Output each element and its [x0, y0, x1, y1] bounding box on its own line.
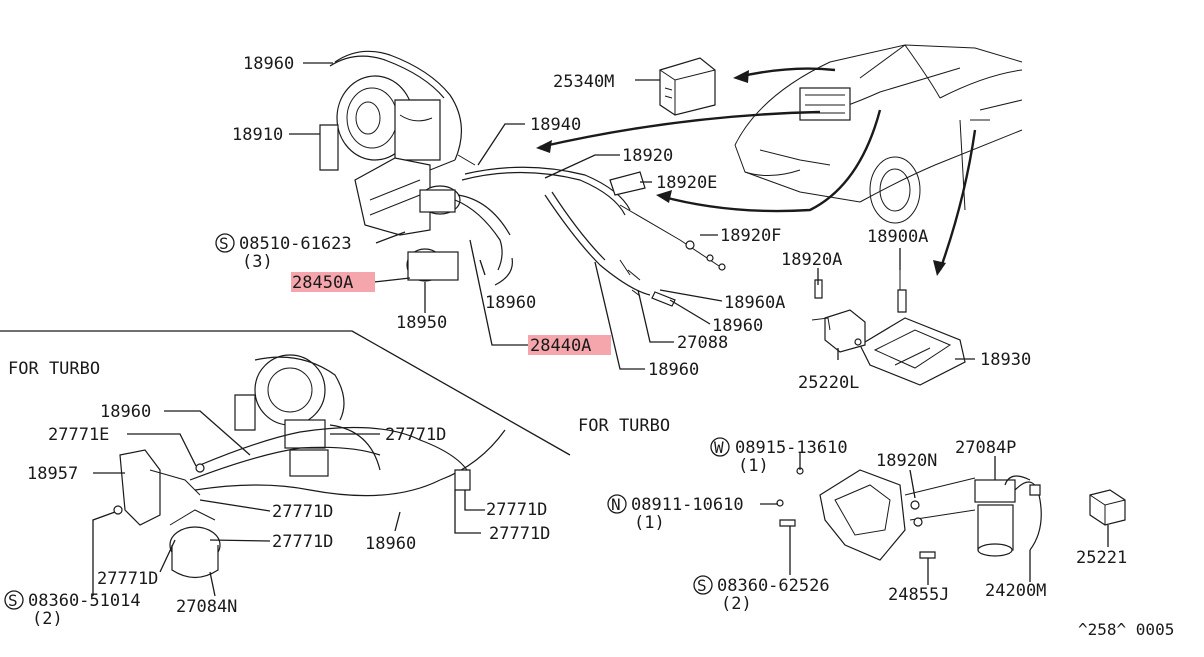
turbo-assembly-right [776, 467, 1042, 561]
part-label-18960-turbo-2: 18960 [365, 534, 416, 554]
part-label-28440A: 28440A [530, 336, 591, 356]
section-label-for-turbo-right: FOR TURBO [578, 416, 670, 436]
part-label-18910: 18910 [232, 125, 283, 145]
screw-symbol-08360-51014: S [4, 590, 24, 610]
part-label-18960-turbo: 18960 [100, 402, 151, 422]
part-label-27771D-d: 27771D [489, 524, 550, 544]
part-label-18940: 18940 [530, 115, 581, 135]
screw-symbol-08360-62526: S [693, 575, 713, 595]
part-label-27771D-c: 27771D [272, 502, 333, 522]
relay-25221 [1089, 489, 1126, 526]
section-label-for-turbo-left: FOR TURBO [8, 359, 100, 379]
turbo-assembly-lower [113, 354, 506, 579]
part-label-18950: 18950 [396, 313, 447, 333]
section-divider [0, 330, 571, 456]
part-qty-08510-61623: (3) [242, 252, 273, 272]
part-label-18920: 18920 [622, 146, 673, 166]
part-label-27771D-e: 27771D [272, 532, 333, 552]
part-label-25340M: 25340M [553, 72, 614, 92]
screw-symbol-letter: S [8, 591, 18, 610]
part-label-24200M: 24200M [985, 581, 1046, 601]
part-label-18957: 18957 [27, 464, 78, 484]
part-label-18920N: 18920N [876, 451, 937, 471]
part-labels: 18960 25340M 18910 18940 18920 18920E 08… [27, 54, 1174, 639]
relay-25220L [811, 279, 866, 353]
part-label-18920F: 18920F [720, 226, 781, 246]
part-qty-08911-10610: (1) [634, 513, 665, 533]
part-label-27084N: 27084N [176, 597, 237, 617]
turbo-actuator-assembly [319, 50, 726, 307]
part-label-28450A: 28450A [292, 273, 353, 293]
bracket-18930 [859, 270, 966, 386]
highlight-28450A [291, 272, 375, 292]
part-label-27771D-b: 27771D [486, 500, 547, 520]
part-label-18960-low: 18960 [648, 360, 699, 380]
highlight-28440A [528, 335, 611, 355]
part-label-18960-mid: 18960 [485, 293, 536, 313]
part-label-08360-62526: 08360-62526 [717, 576, 830, 596]
part-label-18920E: 18920E [656, 173, 717, 193]
part-label-08510-61623: 08510-61623 [239, 234, 352, 254]
part-label-08911-10610: 08911-10610 [631, 495, 744, 515]
part-label-18960A: 18960A [724, 293, 785, 313]
part-label-27084P: 27084P [955, 438, 1016, 458]
screw-symbol-letter: S [697, 576, 707, 595]
part-label-08360-51014: 08360-51014 [28, 591, 141, 611]
part-qty-08360-62526: (2) [721, 594, 752, 614]
part-label-25220L: 25220L [798, 373, 859, 393]
part-label-24855J: 24855J [888, 585, 949, 605]
part-label-18920A: 18920A [781, 250, 842, 270]
part-label-18930: 18930 [980, 350, 1031, 370]
part-label-27771D-f: 27771D [97, 569, 158, 589]
leader-arrows [536, 67, 977, 276]
part-label-27771D-a: 27771D [385, 425, 446, 445]
part-qty-08915-13610: (1) [738, 456, 769, 476]
diagram-code: ^258^ 0005 [1078, 620, 1174, 639]
nut-symbol-08911: N [607, 494, 627, 514]
part-label-18960-right: 18960 [712, 316, 763, 336]
car-outline-illustration [734, 44, 1023, 224]
washer-symbol-letter: W [714, 438, 724, 457]
part-label-25221: 25221 [1076, 548, 1127, 568]
screw-symbol-letter: S [219, 234, 229, 253]
nut-symbol-letter: N [611, 495, 621, 514]
relay-25340M [659, 57, 716, 116]
part-label-18960: 18960 [243, 54, 294, 74]
washer-symbol-08915: W [710, 437, 730, 457]
screw-symbol-08510: S [215, 233, 235, 253]
part-label-27088: 27088 [677, 333, 728, 353]
part-qty-08360-51014: (2) [32, 609, 63, 629]
part-label-27771E: 27771E [48, 425, 109, 445]
part-label-18900A: 18900A [867, 227, 928, 247]
part-label-08915-13610: 08915-13610 [735, 438, 848, 458]
leader-lines [92, 62, 1109, 597]
